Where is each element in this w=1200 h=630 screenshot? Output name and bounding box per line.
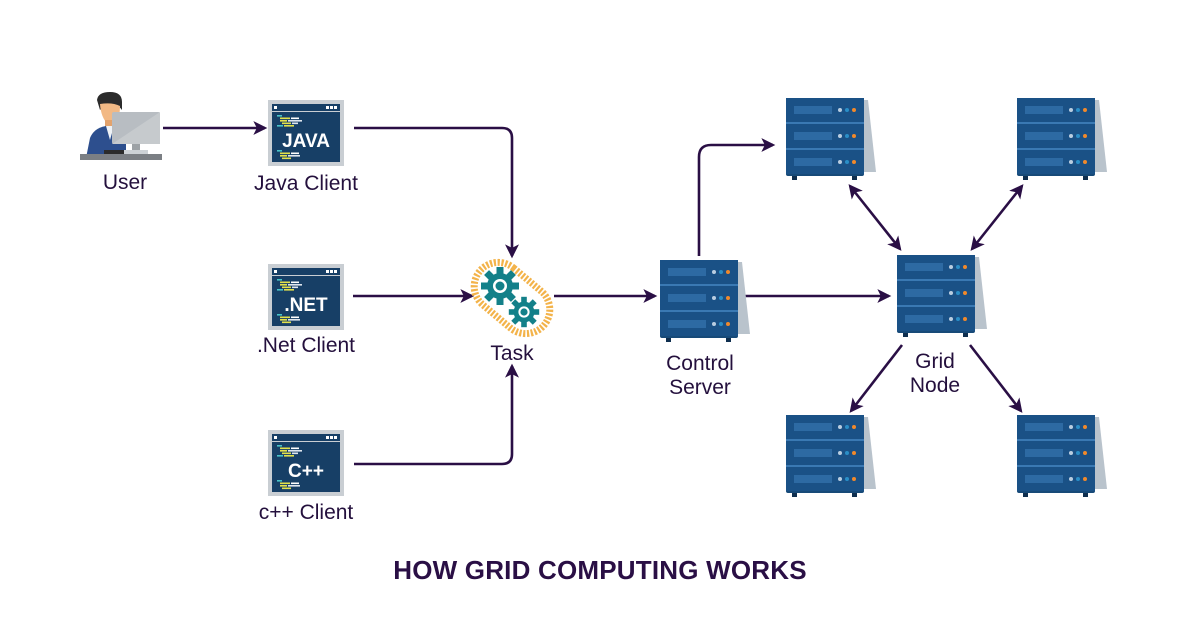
worker-top-left-server-icon — [786, 98, 876, 180]
worker-bottom-right-server-icon — [1017, 415, 1107, 497]
edge-control-server-to-worker-top-left — [697, 138, 776, 256]
net-client-icon: .NET — [268, 264, 344, 330]
java-client-label: Java Client — [254, 172, 358, 195]
user-label: User — [102, 171, 148, 194]
grid-node-label-line2: Node — [909, 374, 961, 397]
cpp-badge: C++ — [288, 461, 324, 482]
control-server-label-line2: Server — [669, 376, 731, 399]
task-label: Task — [490, 342, 534, 365]
net-client-label: .Net Client — [256, 334, 356, 357]
grid-node-server-icon — [897, 255, 987, 337]
edge-worker-top-left-grid-node — [848, 184, 902, 251]
edges — [163, 121, 1024, 466]
edge-worker-top-right-grid-node — [970, 184, 1024, 251]
control-server-icon — [660, 260, 750, 342]
java-client-icon: JAVA — [268, 100, 344, 166]
user-at-computer-icon — [80, 92, 162, 160]
java-badge: JAVA — [282, 131, 330, 152]
control-server-label-line1: Control — [666, 352, 734, 375]
worker-bottom-left-server-icon — [786, 415, 876, 497]
task-gears-icon — [470, 258, 554, 338]
edge-cpp-client-to-task — [354, 363, 519, 466]
edge-grid-node-to-worker-bottom-right — [968, 344, 1023, 413]
cpp-client-icon: C++ — [268, 430, 344, 496]
edge-java-client-to-task — [354, 126, 519, 259]
diagram-title: HOW GRID COMPUTING WORKS — [393, 555, 807, 585]
cpp-client-label: c++ Client — [258, 501, 354, 524]
worker-top-right-server-icon — [1017, 98, 1107, 180]
edge-grid-node-to-worker-bottom-left — [849, 344, 904, 413]
grid-node-label-line1: Grid — [915, 350, 955, 373]
net-badge: .NET — [284, 295, 328, 316]
